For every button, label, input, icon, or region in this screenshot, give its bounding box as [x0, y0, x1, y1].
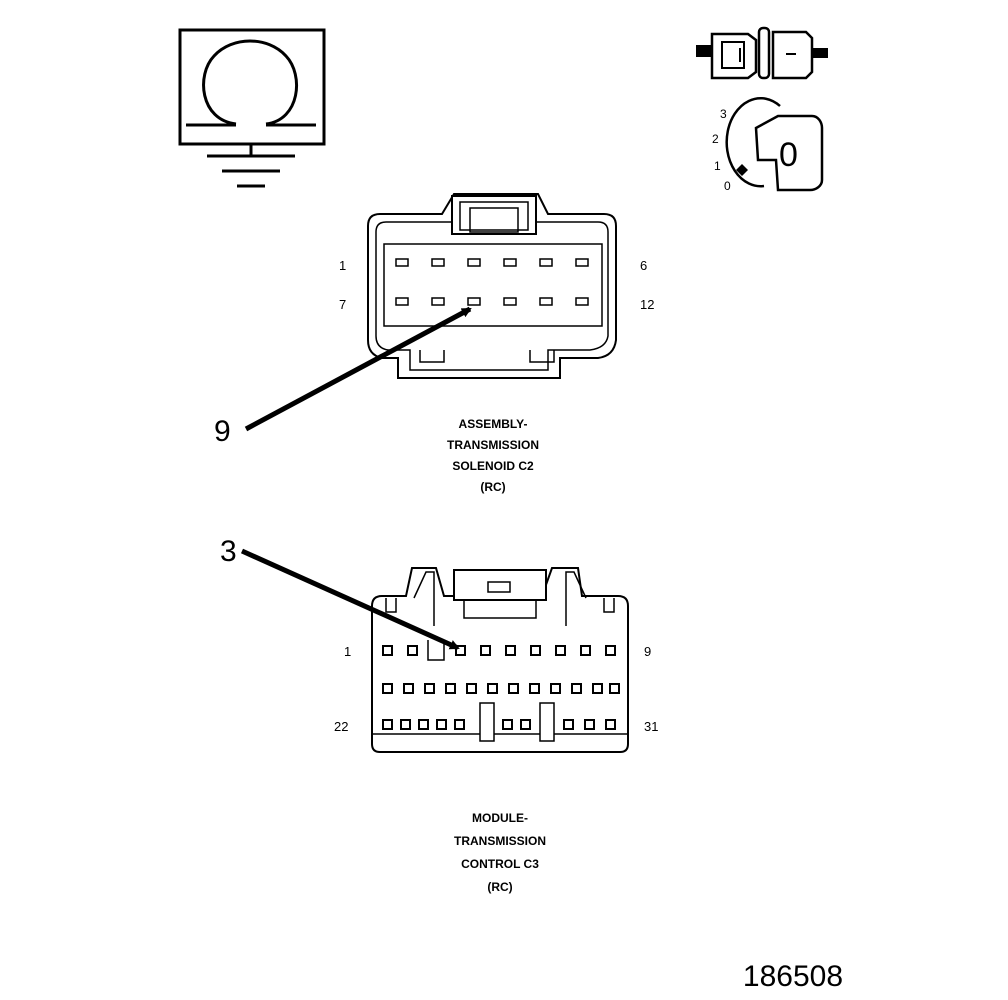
c2-pin-6	[575, 258, 589, 267]
c2-pin-5	[539, 258, 553, 267]
ignition-position-1: 1	[714, 159, 721, 173]
c3-caption-line-4: (RC)	[487, 880, 512, 894]
c3-callout-number: 3	[220, 535, 237, 568]
c2-pin-label-first-top: 1	[339, 258, 346, 273]
connector-disconnect-icon	[696, 26, 828, 80]
c3-pin-14	[466, 683, 477, 694]
c3-pin-3	[455, 645, 466, 656]
c3-pin-20	[592, 683, 603, 694]
c3-key-bar-right	[539, 702, 555, 742]
c3-caption-line-1: MODULE-	[472, 811, 528, 825]
c2-pin-row-top	[395, 258, 589, 267]
c2-pin-7	[395, 297, 409, 306]
c3-pin-28	[520, 719, 531, 730]
c2-pin-10	[503, 297, 517, 306]
c3-pin-21	[609, 683, 620, 694]
c2-pin-8	[431, 297, 445, 306]
c3-pin-row-top	[382, 645, 616, 656]
c3-pin-9	[605, 645, 616, 656]
c3-pin-row-bottom	[382, 719, 616, 730]
c3-pin-26	[454, 719, 465, 730]
c3-pin-label-last-bottom: 31	[644, 719, 658, 734]
c3-pin-29	[563, 719, 574, 730]
figure-id: 186508	[743, 960, 843, 993]
c3-pin-23	[400, 719, 411, 730]
c3-pin-6	[530, 645, 541, 656]
c2-pin-label-last-bottom: 12	[640, 297, 654, 312]
c3-pin-4	[480, 645, 491, 656]
ohmmeter-icon	[178, 28, 326, 146]
ignition-position-3: 3	[720, 107, 727, 121]
c3-pin-row-middle	[382, 683, 620, 694]
ignition-position-2: 2	[712, 132, 719, 146]
c3-pin-24	[418, 719, 429, 730]
c2-callout-arrow	[244, 306, 472, 432]
c3-pin-17	[529, 683, 540, 694]
c3-pin-30	[584, 719, 595, 730]
c3-callout-arrow	[240, 548, 460, 651]
c3-pin-31	[605, 719, 616, 730]
c2-pin-4	[503, 258, 517, 267]
c3-key-bar-left	[479, 702, 495, 742]
c3-caption-line-2: TRANSMISSION	[454, 834, 546, 848]
ground-icon	[207, 144, 295, 188]
c2-caption-line-2: TRANSMISSION	[447, 438, 539, 452]
c3-pin-8	[580, 645, 591, 656]
c3-pin-13	[445, 683, 456, 694]
ignition-switch-icon: 3 2 1 0 0	[712, 96, 824, 193]
c2-pin-2	[431, 258, 445, 267]
c2-caption: ASSEMBLY- TRANSMISSION SOLENOID C2 (RC)	[447, 417, 539, 494]
c2-caption-line-1: ASSEMBLY-	[459, 417, 528, 431]
c3-pin-27	[502, 719, 513, 730]
c2-caption-line-3: SOLENOID C2	[452, 459, 534, 473]
c3-pin-2	[407, 645, 418, 656]
c3-pin-1	[382, 645, 393, 656]
c2-pin-label-first-bottom: 7	[339, 297, 346, 312]
c2-caption-line-4: (RC)	[480, 480, 505, 494]
c3-pin-10	[382, 683, 393, 694]
c3-pin-16	[508, 683, 519, 694]
c2-callout-number: 9	[214, 415, 231, 448]
c3-caption-line-3: CONTROL C3	[461, 857, 539, 871]
c3-pin-5	[505, 645, 516, 656]
c2-pin-9	[467, 297, 481, 306]
c3-pin-15	[487, 683, 498, 694]
c3-pin-12	[424, 683, 435, 694]
c3-pin-19	[571, 683, 582, 694]
connector-c2: 1 6 7 12	[339, 193, 654, 379]
c2-pin-label-last-top: 6	[640, 258, 647, 273]
c3-pin-25	[436, 719, 447, 730]
connector-c3: 1 9 22 31	[334, 567, 658, 753]
ignition-key-label: 0	[779, 136, 798, 174]
c3-pin-7	[555, 645, 566, 656]
c3-pin-label-last-top: 9	[644, 644, 651, 659]
ignition-position-0: 0	[724, 179, 731, 193]
c2-pin-12	[575, 297, 589, 306]
c3-pin-label-first-bottom: 22	[334, 719, 348, 734]
c2-pin-3	[467, 258, 481, 267]
c2-pin-11	[539, 297, 553, 306]
c2-pin-1	[395, 258, 409, 267]
c3-pin-11	[403, 683, 414, 694]
c3-pin-18	[550, 683, 561, 694]
c3-pin-label-first-top: 1	[344, 644, 351, 659]
c3-pin-22	[382, 719, 393, 730]
c2-pin-row-bottom	[395, 297, 589, 306]
c3-caption: MODULE- TRANSMISSION CONTROL C3 (RC)	[454, 811, 546, 894]
